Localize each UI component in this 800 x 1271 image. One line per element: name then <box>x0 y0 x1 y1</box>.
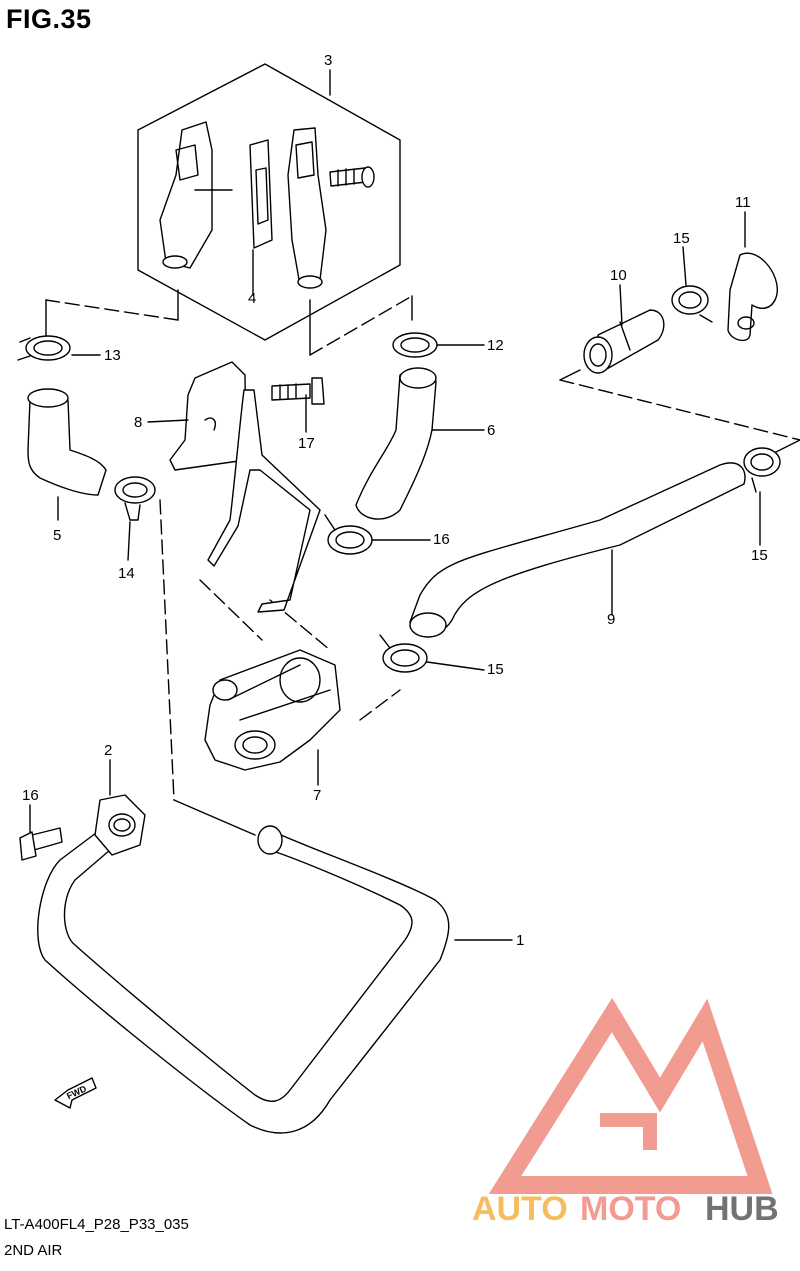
callout-14: 14 <box>118 565 135 582</box>
hose-5 <box>27 388 107 496</box>
bracket-11 <box>727 252 778 342</box>
callout-2: 2 <box>104 742 112 759</box>
reed-valve-left <box>159 121 233 269</box>
callout-17: 17 <box>298 435 315 452</box>
callout-15-right: 15 <box>751 547 768 564</box>
clamp-14 <box>114 476 156 521</box>
hose-9 <box>409 462 746 638</box>
callout-5: 5 <box>53 527 61 544</box>
reed-plate <box>249 139 273 249</box>
bracket-8 <box>169 361 321 613</box>
callout-16: 16 <box>433 531 450 548</box>
bolt-18 <box>19 827 63 861</box>
reed-valve-right <box>287 127 327 289</box>
callout-12: 12 <box>487 337 504 354</box>
callout-8: 8 <box>134 414 142 431</box>
gasket-2 <box>94 794 146 856</box>
clamp-13 <box>17 335 71 361</box>
clamp-16 <box>324 514 373 555</box>
pipe-10 <box>583 309 665 374</box>
air-valve-7 <box>204 649 341 771</box>
callout-3: 3 <box>324 52 332 69</box>
fwd-arrow-icon <box>54 1077 97 1109</box>
callout-15-upper: 15 <box>673 230 690 247</box>
callout-1: 1 <box>516 932 524 949</box>
callout-7: 7 <box>313 787 321 804</box>
callout-18: 16 <box>22 787 39 804</box>
pipe-1 <box>37 825 450 1134</box>
callout-9: 9 <box>607 611 615 628</box>
hose-6 <box>355 367 437 520</box>
watermark-text-auto: AUTO <box>472 1190 568 1228</box>
watermark-logo: AUTO MOTO HUB <box>472 997 779 1228</box>
callout-10: 10 <box>610 267 627 284</box>
callout-15-lower: 15 <box>487 661 504 678</box>
kit-boundary <box>137 63 401 341</box>
watermark-text-moto: MOTO <box>580 1190 681 1228</box>
clamp-15-lower <box>379 634 428 673</box>
clamp-15-upper <box>671 285 713 323</box>
footer-name: 2ND AIR <box>4 1242 63 1259</box>
callout-4: 4 <box>248 290 256 307</box>
clamp-12 <box>392 332 438 358</box>
clamp-15-right <box>743 447 781 493</box>
kit-bolt <box>329 166 375 188</box>
watermark-text-hub: HUB <box>705 1190 779 1228</box>
bolt-17 <box>271 377 325 405</box>
callout-11: 11 <box>735 194 751 211</box>
callout-6: 6 <box>487 422 495 439</box>
footer-code: LT-A400FL4_P28_P33_035 <box>4 1216 189 1233</box>
callout-13: 13 <box>104 347 121 364</box>
leader-lines <box>29 69 761 941</box>
figure-title: FIG.35 <box>6 4 92 34</box>
